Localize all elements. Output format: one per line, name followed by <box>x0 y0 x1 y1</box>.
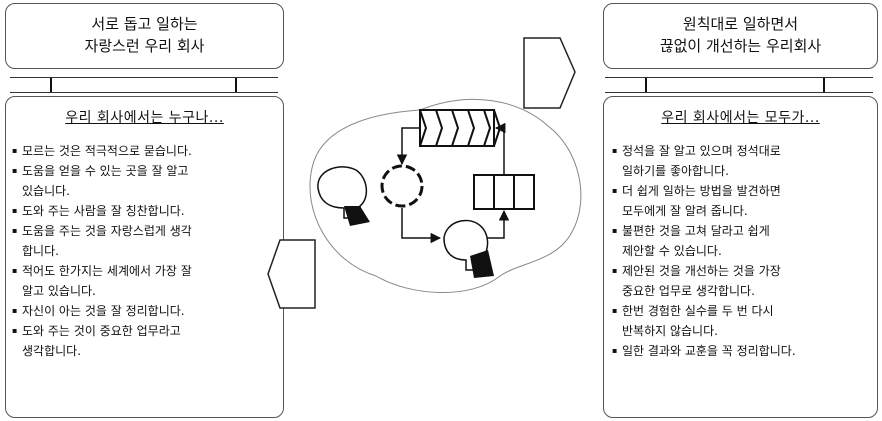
left-connector-strip <box>10 77 278 93</box>
left-item-1: 모르는 것은 적극적으로 묻습니다. <box>12 141 283 161</box>
left-item-1-line-1: 모르는 것은 적극적으로 묻습니다. <box>22 144 192 158</box>
left-item-2-line-2: 있습니다. <box>22 184 70 198</box>
left-connector-tick-b <box>235 78 237 92</box>
arrow-stack-to-top <box>494 122 506 175</box>
right-item-1-line-1: 정석을 잘 알고 있으며 정석대로 <box>622 144 781 158</box>
left-item-4-line-2: 합니다. <box>22 244 59 258</box>
right-item-2-line-2: 모두에게 잘 알려 줍니다. <box>622 204 748 218</box>
right-item-6-line-1: 일한 결과와 교훈을 꼭 정리합니다. <box>622 344 796 358</box>
left-item-4: 도움을 주는 것을 자랑스럽게 생각합니다. <box>12 221 283 261</box>
arrow-top-to-circle <box>396 127 420 166</box>
left-title-line-2: 자랑스런 우리 회사 <box>84 37 205 55</box>
right-item-2-line-1: 더 쉽게 일하는 방법을 발견하면 <box>622 184 781 198</box>
left-head-icon <box>317 166 370 226</box>
left-item-7-line-1: 도와 주는 것이 중요한 업무라고 <box>22 324 181 338</box>
right-connector-strip <box>605 77 873 93</box>
left-item-7-line-2: 생각합니다. <box>22 344 82 358</box>
left-item-5: 적어도 한가지는 세계에서 가장 잘알고 있습니다. <box>12 261 283 301</box>
large-arrow-right-icon <box>523 37 576 109</box>
left-connector-tick-a <box>50 78 52 92</box>
left-item-5-line-1: 적어도 한가지는 세계에서 가장 잘 <box>22 264 192 278</box>
left-item-2-line-1: 도움을 얻을 수 있는 곳을 잘 알고 <box>22 164 189 178</box>
right-title-box: 원칙대로 일하면서 끊없이 개선하는 우리회사 <box>603 3 878 69</box>
right-title-line-1: 원칙대로 일하면서 <box>682 15 799 33</box>
left-item-3-line-1: 도와 주는 사람을 잘 칭찬합니다. <box>22 204 185 218</box>
right-item-4-line-1: 제안된 것을 개선하는 것을 가장 <box>622 264 781 278</box>
left-title-box: 서로 돕고 일하는 자랑스런 우리 회사 <box>5 3 284 69</box>
left-item-5-line-2: 알고 있습니다. <box>22 284 96 298</box>
right-item-1-line-2: 일하기를 좋아합니다. <box>622 164 729 178</box>
large-arrow-left-icon <box>267 239 316 309</box>
left-list: 모르는 것은 적극적으로 묻습니다. 도움을 얻을 수 있는 곳을 잘 알고있습… <box>12 141 283 361</box>
cycle-circle-icon <box>380 164 424 208</box>
right-title-line-2: 끊없이 개선하는 우리회사 <box>659 37 822 55</box>
left-item-6-line-1: 자신이 아는 것을 잘 정리합니다. <box>22 304 185 318</box>
bottom-head-icon <box>443 219 494 278</box>
right-item-6: 일한 결과와 교훈을 꼭 정리합니다. <box>612 341 877 361</box>
left-item-6: 자신이 아는 것을 잘 정리합니다. <box>12 301 283 321</box>
left-heading: 우리 회사에서는 누구나... <box>65 110 224 126</box>
right-heading: 우리 회사에서는 모두가... <box>661 110 820 126</box>
right-item-3-line-1: 불편한 것을 고쳐 달라고 쉽게 <box>622 224 770 238</box>
right-connector-tick-a <box>645 78 647 92</box>
left-item-3: 도와 주는 사람을 잘 칭찬합니다. <box>12 201 283 221</box>
right-item-5-line-2: 반복하지 않습니다. <box>622 324 718 338</box>
right-connector-tick-b <box>823 78 825 92</box>
top-queue-icon <box>419 109 502 147</box>
arrow-circle-to-head <box>401 208 442 244</box>
right-item-3-line-2: 제안할 수 있습니다. <box>622 244 722 258</box>
right-item-5-line-1: 한번 경험한 실수를 두 번 다시 <box>622 304 774 318</box>
left-item-4-line-1: 도움을 주는 것을 자랑스럽게 생각 <box>22 224 192 238</box>
right-stack-icon <box>473 174 535 210</box>
right-title: 원칙대로 일하면서 끊없이 개선하는 우리회사 <box>604 13 877 57</box>
left-title: 서로 돕고 일하는 자랑스런 우리 회사 <box>6 13 283 57</box>
right-item-4-line-2: 중요한 업무로 생각합니다. <box>622 284 755 298</box>
left-title-line-1: 서로 돕고 일하는 <box>91 15 198 33</box>
